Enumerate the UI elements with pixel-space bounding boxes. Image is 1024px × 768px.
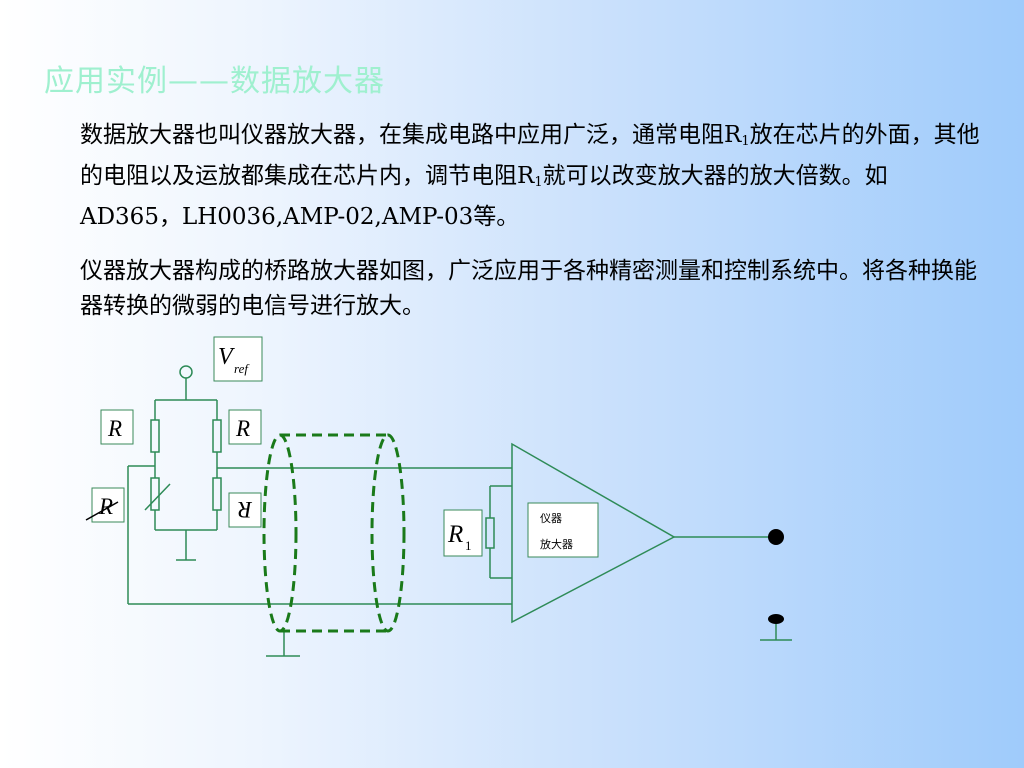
bridge-resistor-bottom-right <box>212 477 222 511</box>
r1-subscript-a: 1 <box>741 134 750 149</box>
output-ground-terminal <box>768 614 784 624</box>
paragraph1-text-b: 放在芯片的外面，其他的电阻以及运放都集成在芯片内，调节电阻R <box>80 122 980 189</box>
r-label-top-left: R <box>107 416 122 441</box>
vref-subscript: ref <box>234 361 250 376</box>
paragraph1-text-c: 就可以改变放大器的放大倍数。如AD365，LH0036,AMP-02,AMP-0… <box>80 163 888 230</box>
r-label-box-bottom-left <box>91 487 125 523</box>
variable-resistor-slash <box>144 483 171 511</box>
output-terminal <box>768 529 784 545</box>
slide-title: 应用实例——数据放大器 <box>44 64 385 99</box>
amplifier-triangle <box>511 442 676 624</box>
shield-ellipse-right <box>370 433 406 633</box>
r-label-top-right: R <box>235 416 250 441</box>
r1-resistor <box>485 517 495 549</box>
vref-terminal <box>179 365 193 379</box>
amplifier-label-line2: 放大器 <box>540 537 573 551</box>
amplifier-label-line1: 仪器 <box>540 512 562 525</box>
paragraph-description: 数据放大器也叫仪器放大器，在集成电路中应用广泛，通常电阻R1放在芯片的外面，其他… <box>80 118 980 235</box>
bridge-resistor-bottom-left <box>150 477 160 511</box>
r1-label: R <box>447 521 463 548</box>
r1-subscript-b: 1 <box>534 175 543 190</box>
bridge-resistor-top-right <box>212 419 222 453</box>
r-label-box-top-right <box>228 409 262 445</box>
vref-label: V <box>218 344 235 370</box>
r-label-box-top-left <box>100 409 134 445</box>
r-label-bottom-right: R <box>238 497 253 522</box>
r1-label-box <box>443 509 483 557</box>
variable-resistor-slash-label <box>85 501 119 521</box>
shield-ellipse-left <box>262 433 298 633</box>
paragraph1-text-a: 数据放大器也叫仪器放大器，在集成电路中应用广泛，通常电阻R <box>80 122 742 148</box>
r1-subscript: 1 <box>465 538 472 553</box>
r-label-bottom-left: R <box>98 494 113 519</box>
r-label-box-bottom-right <box>228 492 262 528</box>
paragraph-bridge-amplifier: 仪器放大器构成的桥路放大器如图，广泛应用于各种精密测量和控制系统中。将各种换能器… <box>80 258 977 319</box>
bridge-resistor-top-left <box>150 419 160 453</box>
vref-label-box <box>213 336 263 382</box>
amplifier-label-box <box>527 502 599 558</box>
